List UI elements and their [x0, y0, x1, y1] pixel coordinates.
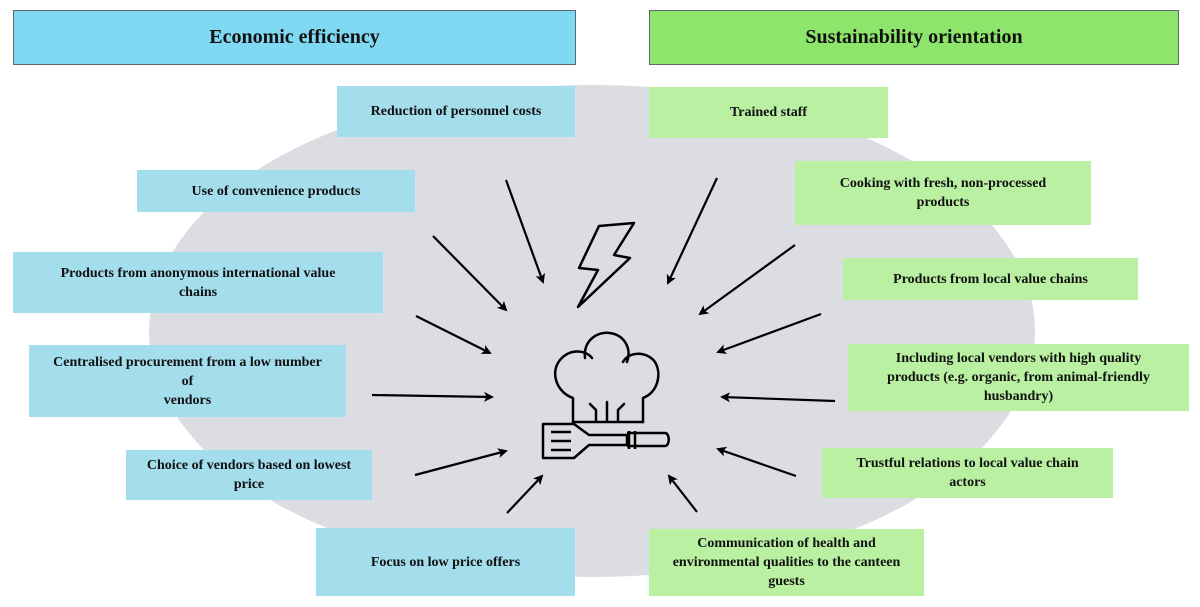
- chef-hat-icon: [553, 331, 660, 424]
- factor-label: Trained staff: [729, 105, 808, 120]
- factor-label: Choice of vendors based on lowest price: [146, 458, 352, 492]
- arrow-economic-3: [415, 315, 492, 354]
- factor-label: Trustful relations to local value chain …: [856, 456, 1079, 490]
- center-ellipse: [149, 85, 1035, 577]
- factor-communication-qualities: Communication of health and environmenta…: [649, 529, 924, 596]
- arrow-economic-6: [506, 474, 544, 514]
- factor-local-quality-vendors: Including local vendors with high qualit…: [848, 344, 1189, 411]
- arrow-sustainability-4: [720, 392, 836, 403]
- lightning-bolt-icon: [576, 221, 636, 309]
- factor-centralised-procurement: Centralised procurement from a low numbe…: [29, 345, 346, 417]
- economic-efficiency-title: Economic efficiency: [209, 26, 380, 48]
- factor-lowest-price-vendors: Choice of vendors based on lowest price: [126, 450, 372, 500]
- arrow-sustainability-3: [716, 312, 822, 354]
- factor-anonymous-international-chains: Products from anonymous international va…: [13, 252, 383, 313]
- arrow-economic-5: [414, 448, 508, 477]
- factor-local-value-chains: Products from local value chains: [843, 258, 1138, 300]
- factor-reduction-personnel-costs: Reduction of personnel costs: [337, 86, 575, 137]
- arrow-sustainability-2: [698, 244, 796, 316]
- sustainability-orientation-title: Sustainability orientation: [805, 26, 1023, 48]
- arrow-economic-4: [371, 391, 494, 402]
- factor-label: Products from anonymous international va…: [60, 265, 336, 300]
- factor-low-price-offers: Focus on low price offers: [316, 528, 575, 596]
- arrow-economic-2: [432, 235, 508, 312]
- factor-fresh-products: Cooking with fresh, non-processed produc…: [795, 161, 1091, 225]
- factor-label: Focus on low price offers: [370, 554, 521, 570]
- spatula-icon: [541, 422, 670, 460]
- factor-label: Communication of health and environmenta…: [672, 536, 901, 589]
- arrow-sustainability-6: [667, 474, 698, 513]
- factor-label: Use of convenience products: [191, 183, 361, 199]
- factor-label: Products from local value chains: [893, 271, 1088, 287]
- arrow-sustainability-1: [666, 177, 718, 285]
- factor-trained-staff: Trained staff: [649, 87, 888, 138]
- economic-efficiency-header: Economic efficiency: [13, 10, 576, 65]
- factor-label: Cooking with fresh, non-processed produc…: [839, 176, 1047, 210]
- factor-convenience-products: Use of convenience products: [137, 170, 415, 212]
- arrow-sustainability-5: [716, 446, 797, 478]
- sustainability-orientation-header: Sustainability orientation: [649, 10, 1179, 65]
- factor-label: Including local vendors with high qualit…: [887, 351, 1150, 404]
- factor-label: Centralised procurement from a low numbe…: [53, 354, 322, 408]
- arrow-economic-1: [504, 179, 545, 284]
- factor-trustful-relations: Trustful relations to local value chain …: [822, 448, 1113, 498]
- factor-label: Reduction of personnel costs: [370, 104, 542, 119]
